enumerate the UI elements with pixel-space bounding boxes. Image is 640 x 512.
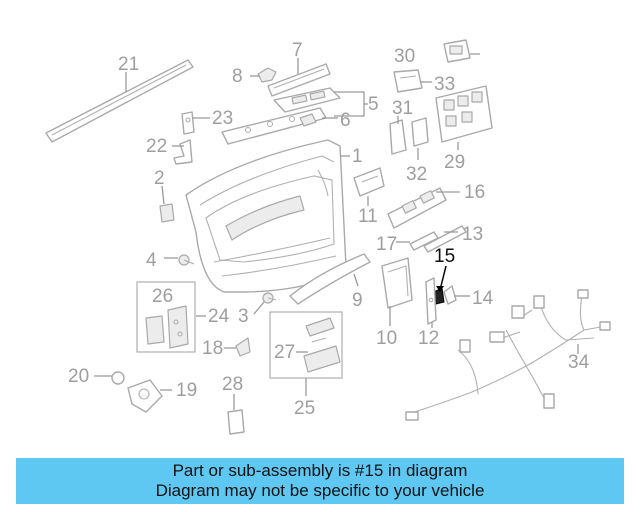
- callout-6: 6: [340, 110, 351, 131]
- callout-19: 19: [176, 380, 197, 401]
- box-26-24: [136, 281, 196, 353]
- part-31-switch: [389, 119, 407, 155]
- callout-17: 17: [376, 234, 397, 255]
- callout-7: 7: [292, 40, 303, 61]
- callout-24: 24: [208, 306, 230, 327]
- part-23-bracket: [181, 111, 195, 135]
- callout-labels: 21 7 8 5 6 23 22 1 2 30 33 31 32 29 16 1…: [68, 40, 590, 419]
- callout-27: 27: [274, 342, 295, 363]
- part-3-fastener: [262, 292, 277, 304]
- callout-13: 13: [462, 224, 483, 245]
- callout-9: 9: [352, 290, 363, 311]
- part-26-latch: [145, 305, 189, 349]
- callout-23: 23: [212, 108, 233, 129]
- callout-4: 4: [146, 250, 157, 271]
- part-30-window-switch: [443, 39, 471, 63]
- part-11-bezel: [353, 167, 385, 197]
- part-33-switch: [393, 69, 423, 93]
- part-20-grommet: [111, 371, 125, 385]
- part-34-wiring-harness: [405, 289, 611, 421]
- part-21-belt-molding: [45, 59, 194, 143]
- part-6-armrest-trim: [221, 107, 327, 145]
- part-8-clip: [257, 67, 277, 83]
- part-28-module: [227, 409, 245, 435]
- callout-10: 10: [376, 328, 397, 349]
- leader-lines: [94, 53, 579, 410]
- part-27-handle-assembly: [303, 317, 341, 373]
- part-32-switch: [411, 117, 429, 147]
- callout-8: 8: [232, 66, 243, 87]
- part-5-6-switch-bezel: [273, 87, 341, 113]
- callout-5: 5: [368, 94, 379, 115]
- part-4-fastener: [178, 254, 195, 266]
- part-19-cover: [127, 379, 163, 413]
- callout-3: 3: [238, 306, 249, 327]
- callout-11: 11: [358, 206, 378, 227]
- callout-28: 28: [222, 374, 243, 395]
- callout-16: 16: [464, 182, 485, 203]
- callout-25: 25: [294, 398, 315, 419]
- part-29-master-switch: [435, 85, 493, 143]
- callout-21: 21: [118, 54, 139, 75]
- parts-diagram: 21 7 8 5 6 23 22 1 2 30 33 31 32 29 16 1…: [45, 39, 611, 435]
- part-16-switch-panel: [387, 187, 447, 229]
- callout-26: 26: [152, 286, 173, 307]
- part-1-door-panel: [185, 139, 347, 293]
- callout-15: 15: [434, 246, 455, 267]
- info-banner: Part or sub-assembly is #15 in diagram D…: [16, 458, 624, 504]
- banner-line-1: Part or sub-assembly is #15 in diagram: [172, 461, 468, 480]
- callout-30: 30: [394, 46, 415, 67]
- callout-33: 33: [434, 74, 455, 95]
- part-22-hinge: [173, 139, 193, 165]
- callout-32: 32: [406, 164, 427, 185]
- callout-18: 18: [202, 338, 223, 359]
- callout-12: 12: [418, 328, 439, 349]
- callout-34: 34: [568, 352, 590, 373]
- banner-line-2: Diagram may not be specific to your vehi…: [155, 481, 485, 500]
- part-18-clip: [235, 337, 251, 357]
- callout-14: 14: [472, 288, 494, 309]
- part-9-armrest: [289, 253, 371, 305]
- callout-2: 2: [154, 168, 165, 189]
- callout-31: 31: [392, 98, 413, 119]
- part-15-highlighted: [433, 265, 447, 305]
- part-12-bracket: [425, 277, 437, 325]
- part-10-insert: [381, 257, 413, 309]
- part-14-strip: [443, 285, 457, 305]
- callout-29: 29: [444, 152, 465, 173]
- callout-20: 20: [68, 366, 89, 387]
- callout-1: 1: [352, 146, 363, 167]
- callout-22: 22: [146, 136, 167, 157]
- part-2-clip: [159, 203, 175, 223]
- part-7-trim-strip: [267, 63, 331, 97]
